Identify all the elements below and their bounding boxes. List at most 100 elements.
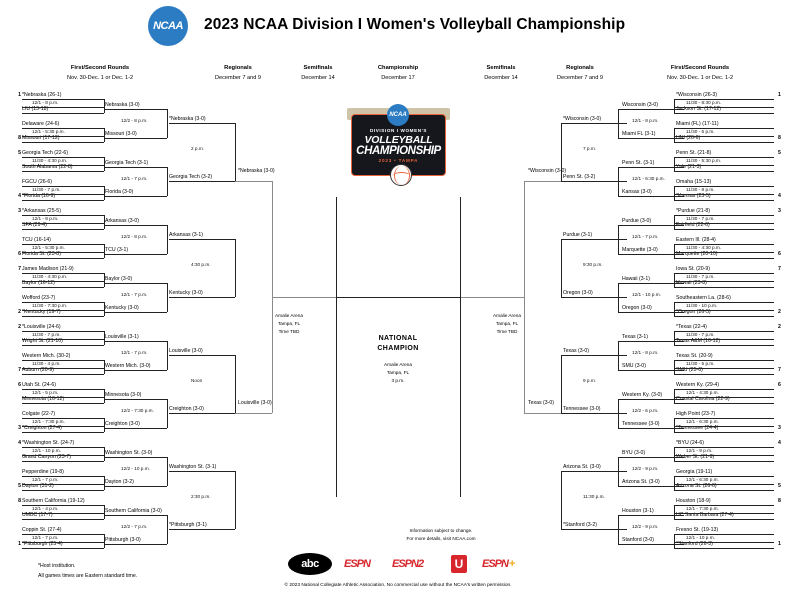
advancing-team[interactable]: Western Mich. (3-0) [105,363,151,369]
advancing-team[interactable]: Arizona St. (3-0) [622,479,660,485]
team-name[interactable]: Western Mich. (30-2) [22,353,71,359]
team-name[interactable]: UC Santa Barbara (27-4) [676,512,734,518]
team-name[interactable]: TCU (16-14) [22,237,51,243]
team-name[interactable]: *Kentucky (19-7) [22,309,61,315]
team-name[interactable]: Grand Canyon (23-7) [22,454,72,460]
advancing-team[interactable]: Tennessee (3-0) [563,406,601,412]
team-name[interactable]: Coastal Carolina (22-9) [676,396,730,402]
advancing-team[interactable]: SMU (3-0) [622,363,646,369]
semifinal-winner[interactable]: *Nebraska (3-0) [238,168,275,174]
advancing-team[interactable]: Washington St. (3-1) [169,464,217,470]
team-name[interactable]: Utah St. (24-6) [22,382,57,388]
team-name[interactable]: Houston (18-9) [676,498,711,504]
team-name[interactable]: Southern California (19-12) [22,498,85,504]
team-name[interactable]: Marquette (20-10) [676,251,718,257]
team-name[interactable]: *Nebraska (26-1) [22,92,62,98]
advancing-team[interactable]: *Pittsburgh (3-1) [169,522,207,528]
team-name[interactable]: Dayton (31-2) [22,483,54,489]
semifinal-winner[interactable]: Louisville (3-0) [238,400,272,406]
team-name[interactable]: *Kansas (23-5) [676,193,711,199]
team-name[interactable]: *BYU (24-6) [676,440,704,446]
semifinal-winner[interactable]: *Wisconsin (3-0) [528,168,567,174]
team-name[interactable]: *Florida (16-9) [22,193,56,199]
advancing-team[interactable]: Creighton (3-0) [169,406,204,412]
team-name[interactable]: FGCU (26-6) [22,179,52,185]
team-name[interactable]: Georgia Tech (22-6) [22,150,69,156]
advancing-team[interactable]: Texas (3-0) [563,348,589,354]
advancing-team[interactable]: *Nebraska (3-0) [169,116,206,122]
advancing-team[interactable]: Marquette (3-0) [622,247,658,253]
advancing-team[interactable]: Washington St. (3-0) [105,450,153,456]
advancing-team[interactable]: Florida (3-0) [105,189,134,195]
team-name[interactable]: Yale (21-3) [676,164,702,170]
team-name[interactable]: SFA (29-4) [22,222,47,228]
advancing-team[interactable]: Arkansas (3-1) [169,232,204,238]
advancing-team[interactable]: Arizona St. (3-0) [563,464,601,470]
team-name[interactable]: Pepperdine (19-8) [22,469,64,475]
advancing-team[interactable]: Penn St. (3-2) [563,174,596,180]
team-name[interactable]: *Wisconsin (26-3) [676,92,717,98]
team-name[interactable]: Minnesota (16-12) [22,396,65,402]
team-name[interactable]: UMBC (17-7) [22,512,53,518]
team-name[interactable]: Baylor (16-12) [22,280,55,286]
team-name[interactable]: Southeastern La. (28-6) [676,295,731,301]
team-name[interactable]: Auburn (20-9) [22,367,55,373]
team-name[interactable]: Western Ky. (29-4) [676,382,720,388]
advancing-team[interactable]: Southern California (3-0) [105,508,162,514]
team-name[interactable]: Fresno St. (19-13) [676,527,719,533]
advancing-team[interactable]: Wisconsin (3-0) [622,102,659,108]
advancing-team[interactable]: Creighton (3-0) [105,421,140,427]
advancing-team[interactable]: Western Ky. (3-0) [622,392,663,398]
team-name[interactable]: *Washington St. (24-7) [22,440,75,446]
advancing-team[interactable]: *Wisconsin (3-0) [563,116,602,122]
advancing-team[interactable]: Oregon (3-0) [622,305,652,311]
team-name[interactable]: *Stanford (26-3) [676,541,713,547]
team-name[interactable]: *Pittsburgh (25-4) [22,541,63,547]
advancing-team[interactable]: Dayton (3-2) [105,479,134,485]
advancing-team[interactable]: TCU (3-1) [105,247,129,253]
advancing-team[interactable]: Minnesota (3-0) [105,392,142,398]
team-name[interactable]: Arizona St. (26-6) [676,483,717,489]
team-name[interactable]: James Madison (21-9) [22,266,74,272]
team-name[interactable]: Georgia (19-11) [676,469,713,475]
team-name[interactable]: Hawaii (23-8) [676,280,707,286]
advancing-team[interactable]: Tennessee (3-0) [622,421,660,427]
advancing-team[interactable]: Houston (3-1) [622,508,654,514]
team-name[interactable]: *Louisville (24-6) [22,324,61,330]
team-name[interactable]: Delaware (24-6) [22,121,60,127]
advancing-team[interactable]: Purdue (3-1) [563,232,593,238]
advancing-team[interactable]: Georgia Tech (3-1) [105,160,149,166]
team-name[interactable]: Iowa St. (20-9) [676,266,711,272]
team-name[interactable]: Texas St. (20-9) [676,353,713,359]
team-name[interactable]: SMU (25-6) [676,367,703,373]
advancing-team[interactable]: Pittsburgh (3-0) [105,537,141,543]
team-name[interactable]: Missouri (17-12) [22,135,60,141]
team-name[interactable]: Weber St. (21-9) [676,454,715,460]
team-name[interactable]: Miami (FL) (17-11) [676,121,719,127]
advancing-team[interactable]: Hawaii (3-1) [622,276,650,282]
team-name[interactable]: LIU (13-18) [22,106,49,112]
team-name[interactable]: Jackson St. (17-12) [676,106,721,112]
team-name[interactable]: Coppin St. (27-4) [22,527,62,533]
advancing-team[interactable]: Purdue (3-0) [622,218,652,224]
advancing-team[interactable]: Baylor (3-0) [105,276,133,282]
advancing-team[interactable]: Missouri (3-0) [105,131,137,137]
advancing-team[interactable]: Stanford (3-0) [622,537,655,543]
advancing-team[interactable]: Kansas (3-0) [622,189,652,195]
semifinal-winner[interactable]: Texas (3-0) [528,400,554,406]
team-name[interactable]: *Tennessee (24-4) [676,425,719,431]
team-name[interactable]: Fairfield (22-6) [676,222,710,228]
team-name[interactable]: Colgate (22-7) [22,411,56,417]
team-name[interactable]: Penn St. (21-8) [676,150,712,156]
team-name[interactable]: *Texas (22-4) [676,324,707,330]
team-name[interactable]: High Point (23-7) [676,411,716,417]
advancing-team[interactable]: BYU (3-0) [622,450,646,456]
advancing-team[interactable]: Louisville (3-0) [169,348,203,354]
advancing-team[interactable]: Arkansas (3-0) [105,218,140,224]
team-name[interactable]: Eastern Ill. (28-4) [676,237,716,243]
advancing-team[interactable]: Louisville (3-1) [105,334,139,340]
team-name[interactable]: *Oregon (26-5) [676,309,711,315]
advancing-team[interactable]: Penn St. (3-1) [622,160,655,166]
advancing-team[interactable]: Kentucky (3-0) [169,290,203,296]
advancing-team[interactable]: Oregon (3-0) [563,290,593,296]
